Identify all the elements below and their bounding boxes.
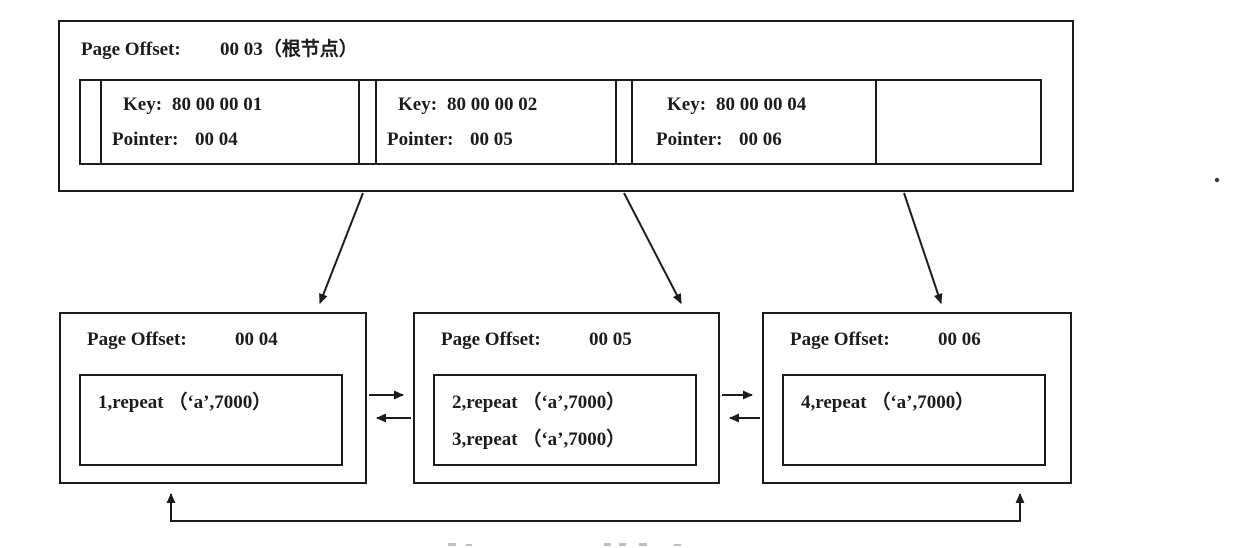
leaf-page-offset-label: Page Offset: [790, 329, 890, 350]
key-label: Key: [667, 94, 707, 115]
pointer-label: Pointer: [112, 129, 179, 150]
record-row: 1,repeat （‘a’,7000） [98, 392, 272, 413]
record-row: 4,repeat （‘a’,7000） [801, 392, 975, 413]
key-label: Key: [123, 94, 163, 115]
root-node-note: （根节点） [262, 39, 358, 60]
arrow-root-to-leaf-0004 [319, 192, 364, 304]
root-entry-1: Key: 80 00 00 01 Pointer: 00 04 [112, 87, 364, 157]
entry-key-line: Key: 80 00 00 04 [656, 87, 908, 122]
key-value: 80 00 00 04 [716, 94, 807, 115]
cell-divider [631, 81, 633, 163]
cell-divider [100, 81, 102, 163]
leaf-page-header: Page Offset: 00 04 [87, 327, 278, 353]
pointer-value: 00 06 [739, 129, 782, 150]
leaf-records-box: 2,repeat （‘a’,7000） 3,repeat （‘a’,7000） [433, 374, 697, 466]
leaf-page-box-0004: Page Offset: 00 04 1,repeat （‘a’,7000） [59, 312, 367, 484]
leaf-page-box-0006: Page Offset: 00 06 4,repeat （‘a’,7000） [762, 312, 1072, 484]
leaf-page-offset-value: 00 05 [589, 329, 632, 350]
pointer-label: Pointer: [656, 129, 723, 150]
root-page-offset-value: 00 03（根节点） [220, 39, 358, 60]
entry-key-line: Key: 80 00 00 01 [112, 87, 364, 122]
leaf-page-header: Page Offset: 00 05 [441, 327, 632, 353]
cell-divider [875, 81, 877, 163]
entry-key-line: Key: 80 00 00 02 [387, 87, 639, 122]
pointer-value: 00 05 [470, 129, 513, 150]
root-entry-3: Key: 80 00 00 04 Pointer: 00 06 [656, 87, 908, 157]
root-page-box: Page Offset: 00 03（根节点） Key: 80 00 00 01… [58, 20, 1074, 192]
arrow-root-to-leaf-0005 [623, 192, 682, 304]
leaf-page-offset-label: Page Offset: [441, 329, 541, 350]
root-entries-strip: Key: 80 00 00 01 Pointer: 00 04 Key: 80 … [79, 79, 1042, 165]
pointer-label: Pointer: [387, 129, 454, 150]
leaf-records-box: 1,repeat （‘a’,7000） [79, 374, 343, 466]
record-row: 2,repeat （‘a’,7000） [452, 392, 626, 413]
caption-remnant [448, 543, 681, 546]
entry-pointer-line: Pointer: 00 05 [387, 122, 639, 157]
leaf-page-header: Page Offset: 00 06 [790, 327, 981, 353]
key-label: Key: [398, 94, 438, 115]
entry-pointer-line: Pointer: 00 06 [656, 122, 908, 157]
leaf-records-box: 4,repeat （‘a’,7000） [782, 374, 1046, 466]
root-entry-2: Key: 80 00 00 02 Pointer: 00 05 [387, 87, 639, 157]
stray-dot [1214, 177, 1220, 183]
root-page-header: Page Offset: 00 03（根节点） [81, 37, 358, 63]
arrow-root-to-leaf-0006 [903, 192, 943, 304]
cell-divider [615, 81, 617, 163]
leaf-page-box-0005: Page Offset: 00 05 2,repeat （‘a’,7000） 3… [413, 312, 720, 484]
sibling-link-bottom [166, 493, 1025, 522]
pointer-value: 00 04 [195, 129, 238, 150]
leaf-page-offset-value: 00 06 [938, 329, 981, 350]
leaf-page-offset-value: 00 04 [235, 329, 278, 350]
cell-divider [358, 81, 360, 163]
key-value: 80 00 00 02 [447, 94, 538, 115]
key-value: 80 00 00 01 [172, 94, 263, 115]
record-row: 3,repeat （‘a’,7000） [452, 429, 626, 450]
entry-pointer-line: Pointer: 00 04 [112, 122, 364, 157]
cell-divider [375, 81, 377, 163]
root-page-offset-label: Page Offset: [81, 39, 181, 60]
leaf-page-offset-label: Page Offset: [87, 329, 187, 350]
